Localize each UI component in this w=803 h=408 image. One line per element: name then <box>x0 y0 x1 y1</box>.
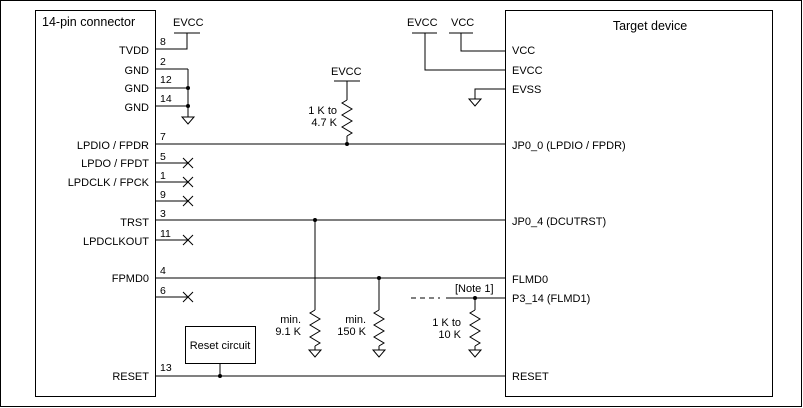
target-device-box <box>505 10 773 397</box>
connector-pin-label: TRST <box>120 217 149 229</box>
target-pin-label: FLMD0 <box>512 274 548 286</box>
tvdd-evcc-wire <box>155 32 200 50</box>
ground-icon <box>307 349 323 358</box>
pin-number: 1 <box>160 170 166 182</box>
target-pin-label: EVSS <box>512 84 541 96</box>
reset-circuit-label: Reset circuit <box>190 340 251 352</box>
pin-number: 14 <box>160 93 172 105</box>
pin-number: 9 <box>160 189 166 201</box>
target-power-wires <box>412 32 505 99</box>
pullup-value-line1: 1 K to <box>308 105 337 117</box>
note-label: [Note 1] <box>455 283 494 295</box>
flmd1-pulldown-resistor <box>469 298 481 350</box>
gnd-wires <box>155 68 190 117</box>
target-pin-label: JP0_0 (LPDIO / FPDR) <box>512 140 626 152</box>
pin-number: 13 <box>160 362 172 374</box>
target-pin-label: P3_14 (FLMD1) <box>512 293 590 305</box>
connector-pin-label: GND <box>125 65 150 77</box>
flmd1-value-line2: 10 K <box>438 329 461 341</box>
trst-pulldown-resistor <box>309 220 321 350</box>
connector-pin-label: LPDO / FPDT <box>81 158 149 170</box>
pin-number: 2 <box>160 56 166 68</box>
pin-number: 4 <box>160 265 166 277</box>
ground-icon <box>180 116 196 125</box>
pin-number: 12 <box>160 74 172 86</box>
evcc-label: EVCC <box>331 66 362 78</box>
pullup-value-line2: 4.7 K <box>311 117 337 129</box>
no-connect-marks <box>155 157 194 303</box>
pin-number: 7 <box>160 131 166 143</box>
ground-icon <box>467 349 483 358</box>
ground-icon <box>467 98 483 107</box>
flmd0-value-line1: min. <box>345 314 366 326</box>
trst-resistor-value: min.9.1 K <box>275 314 301 338</box>
flmd0-value-line2: 150 K <box>337 326 366 338</box>
pin-number: 6 <box>160 285 166 297</box>
target-pin-label: JP0_4 (DCUTRST) <box>512 216 606 228</box>
pin-number: 3 <box>160 208 166 220</box>
target-pin-label: EVCC <box>512 65 543 77</box>
reset-circuit-box <box>185 326 256 364</box>
evcc-label: EVCC <box>407 17 438 29</box>
target-title: Target device <box>613 19 687 33</box>
connector-pin-label: GND <box>125 102 150 114</box>
connector-pin-label: GND <box>125 83 150 95</box>
trst-value-line2: 9.1 K <box>275 326 301 338</box>
pin-number: 5 <box>160 151 166 163</box>
pullup-resistor <box>334 80 360 144</box>
target-pin-label: VCC <box>512 45 535 57</box>
connector-pin-label: LPDCLKOUT <box>83 236 149 248</box>
pin-number: 8 <box>160 36 166 48</box>
vcc-label: VCC <box>451 17 474 29</box>
flmd1-value-line1: 1 K to <box>432 317 461 329</box>
pin-number: 11 <box>160 228 171 240</box>
target-pin-label: RESET <box>512 371 549 383</box>
trst-value-line1: min. <box>280 314 301 326</box>
connector-pin-label: FPMD0 <box>112 273 149 285</box>
connector-title: 14-pin connector <box>42 15 135 29</box>
connector-box <box>35 10 156 397</box>
flmd0-pulldown-resistor <box>373 278 385 350</box>
connector-pin-label: RESET <box>112 371 149 383</box>
flmd0-resistor-value: min.150 K <box>337 314 366 338</box>
ground-icon <box>371 349 387 358</box>
connector-pin-label: LPDIO / FPDR <box>77 140 149 152</box>
connector-pin-label: TVDD <box>119 45 149 57</box>
connector-pin-label: LPDCLK / FPCK <box>68 177 150 189</box>
evcc-label: EVCC <box>173 17 204 29</box>
